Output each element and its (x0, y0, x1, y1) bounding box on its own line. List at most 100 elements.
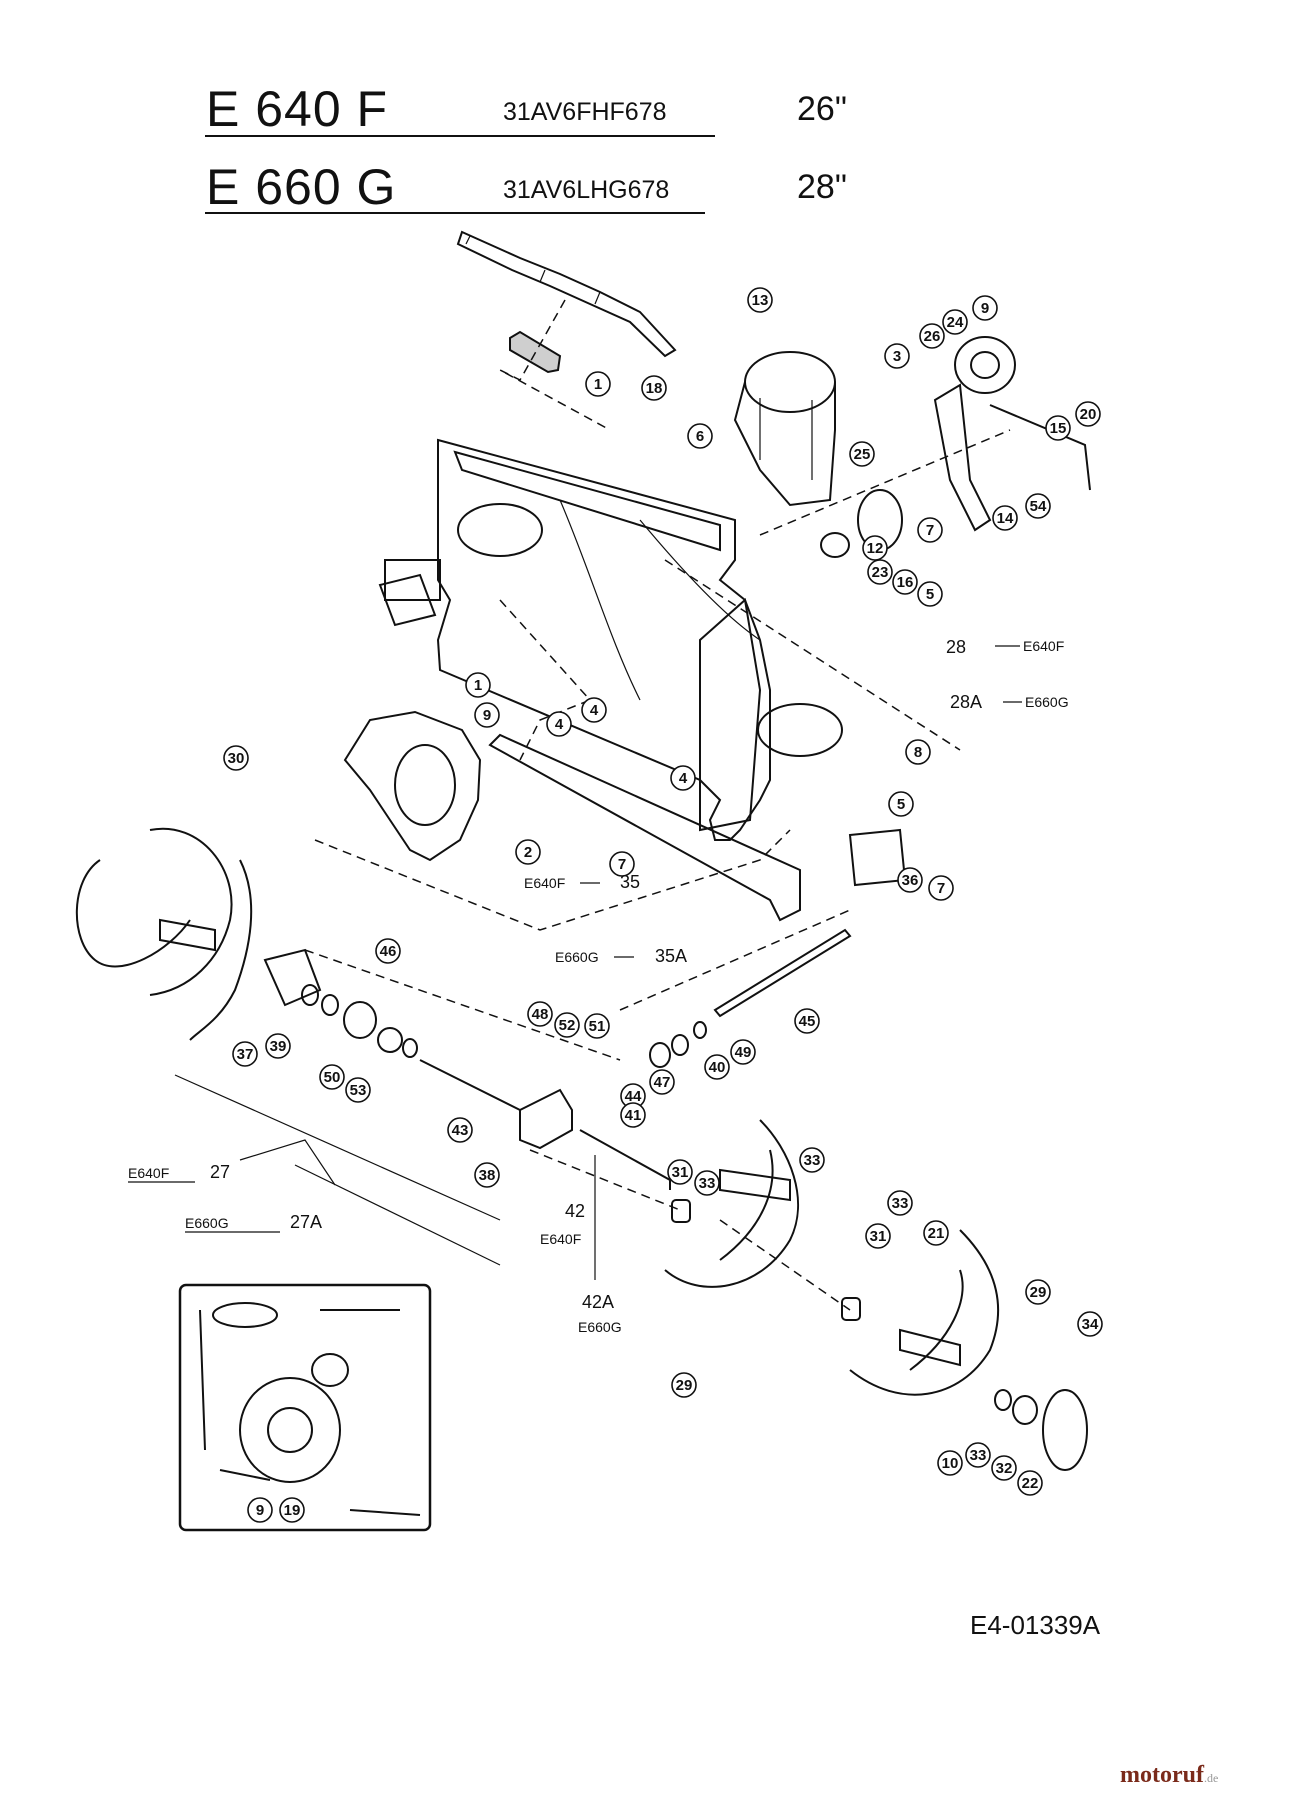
callout-number: 39 (270, 1038, 287, 1055)
callout-number: 51 (589, 1018, 606, 1035)
label-35A: 35A (655, 946, 687, 966)
callout-number: 34 (1082, 1316, 1099, 1333)
watermark-brand: motoruf (1120, 1762, 1204, 1788)
label-28A-model: E660G (1025, 694, 1069, 710)
dashed-guide-7 (664, 559, 961, 751)
label-27-model: E640F (128, 1165, 169, 1181)
callout-circle (232, 1041, 258, 1067)
callout-7: 7 (609, 851, 635, 877)
callout-number: 18 (646, 380, 663, 397)
callout-number: 30 (228, 750, 245, 767)
callout-circle (992, 505, 1018, 531)
callout-number: 5 (897, 796, 905, 813)
callout-number: 6 (696, 428, 704, 445)
callout-circle (667, 1159, 693, 1185)
callout-circle (937, 1450, 963, 1476)
callout-29: 29 (671, 1372, 697, 1398)
callout-50: 50 (319, 1064, 345, 1090)
callout-circle (649, 1069, 675, 1095)
callout-33: 33 (799, 1147, 825, 1173)
callout-circle (905, 739, 931, 765)
callout-circle (687, 423, 713, 449)
callout-number: 25 (854, 446, 871, 463)
callout-16: 16 (892, 569, 918, 595)
callout-15: 15 (1045, 415, 1071, 441)
callout-number: 2 (524, 844, 532, 861)
callout-4: 4 (581, 697, 607, 723)
callout-51: 51 (584, 1013, 610, 1039)
gear-case-drawing (419, 1021, 707, 1190)
label-27A-model: E660G (185, 1215, 229, 1231)
callout-52: 52 (554, 1012, 580, 1038)
callout-21: 21 (923, 1220, 949, 1246)
callout-5: 5 (917, 581, 943, 607)
callout-7: 7 (928, 875, 954, 901)
dashed-guide-1 (499, 299, 611, 431)
callout-circle (694, 1170, 720, 1196)
callout-number: 31 (870, 1228, 887, 1245)
dashed-guide-9 (719, 1219, 851, 1311)
watermark-suffix: .de (1203, 1771, 1219, 1785)
callout-circle (799, 1147, 825, 1173)
callout-number: 12 (867, 540, 884, 557)
callout-number: 33 (970, 1447, 987, 1464)
model-code-2: 31AV6LHG678 (503, 176, 670, 204)
model-name-1: E 640 F (206, 81, 389, 137)
callout-circle (585, 371, 611, 397)
worm-shaft-drawing (713, 928, 852, 1018)
label-28A: 28A (950, 692, 982, 712)
callout-circle (474, 702, 500, 728)
callout-number: 10 (942, 1455, 959, 1472)
callout-1: 1 (465, 672, 491, 698)
callout-8: 8 (905, 739, 931, 765)
callout-circle (670, 765, 696, 791)
callout-circle (704, 1054, 730, 1080)
callout-circle (1077, 1311, 1103, 1337)
label-42A-model: E660G (578, 1319, 622, 1335)
callout-24: 24 (942, 309, 968, 335)
assembly-line-3 (294, 1164, 501, 1266)
callout-14: 14 (992, 505, 1018, 531)
chute-base-drawing (733, 351, 836, 507)
callout-circle (942, 309, 968, 335)
callout-circle (1025, 1279, 1051, 1305)
label-27: 27 (210, 1162, 230, 1182)
model-size-1: 26" (797, 90, 847, 128)
callout-number: 14 (997, 510, 1014, 527)
callout-circle (319, 1064, 345, 1090)
end-cap-drawing (994, 1389, 1088, 1471)
callout-number: 37 (237, 1046, 254, 1063)
dashed-guide-4 (304, 949, 621, 1061)
callout-43: 43 (447, 1117, 473, 1143)
auger-shaft-drawing (456, 230, 677, 358)
callout-circle (917, 581, 943, 607)
callout-circle (892, 569, 918, 595)
header-rule-2 (205, 212, 705, 214)
callout-41: 41 (620, 1102, 646, 1128)
dashed-guide-8 (529, 1149, 681, 1211)
callout-number: 4 (679, 770, 688, 787)
callout-9: 9 (474, 702, 500, 728)
callout-circle (794, 1008, 820, 1034)
callout-circle (641, 375, 667, 401)
dashed-guide-5 (619, 909, 851, 1011)
callout-12: 12 (862, 535, 888, 561)
auger-left-drawing (75, 827, 253, 1041)
callout-circle (919, 323, 945, 349)
callout-7: 7 (917, 517, 943, 543)
callout-number: 20 (1080, 406, 1097, 423)
label-42A: 42A (582, 1292, 614, 1312)
label-27A: 27A (290, 1212, 322, 1232)
callout-circle (972, 295, 998, 321)
callout-1: 1 (585, 371, 611, 397)
callout-number: 1 (594, 376, 602, 393)
callout-4: 4 (670, 765, 696, 791)
washers-left-drawing (301, 984, 418, 1058)
callout-2: 2 (515, 839, 541, 865)
callout-number: 13 (752, 292, 769, 309)
callout-number: 54 (1030, 498, 1047, 515)
shave-plate-drawing (488, 733, 801, 922)
callout-19: 19 (279, 1497, 305, 1523)
callout-number: 15 (1050, 420, 1067, 437)
